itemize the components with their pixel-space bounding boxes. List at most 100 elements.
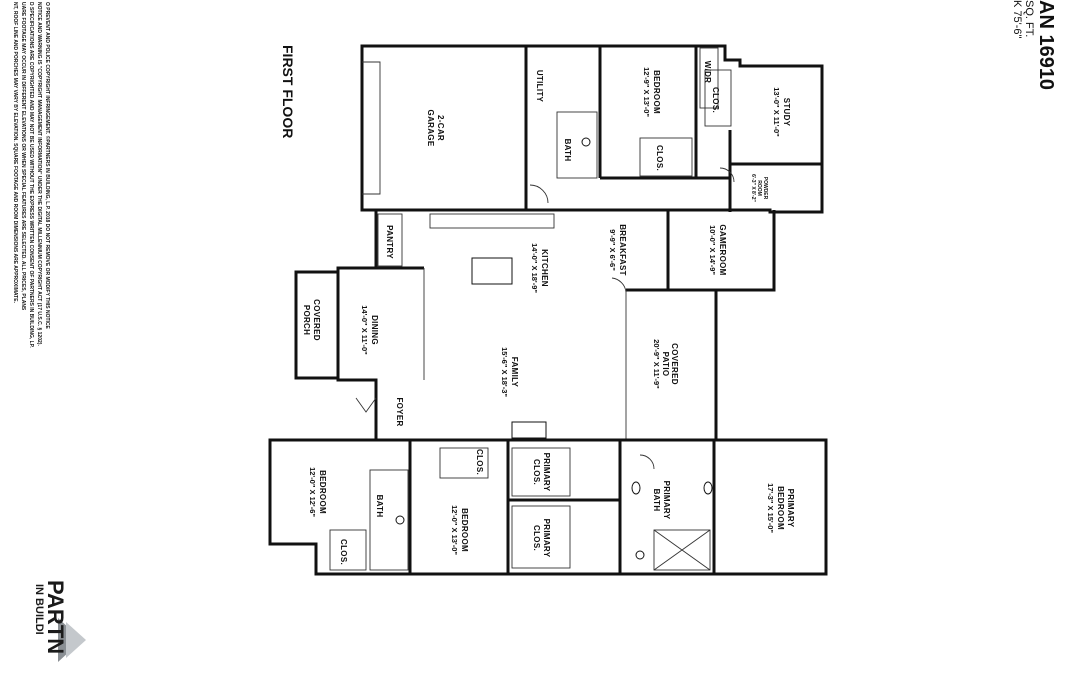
primary-clos-1-label-1: PRIMARY xyxy=(542,453,551,492)
garage-door-icon xyxy=(362,61,381,195)
room-primary-bedroom: PRIMARY BEDROOM 17'-3" X 15'-0" xyxy=(766,483,795,533)
bath-upper-label: BATH xyxy=(563,139,572,162)
floor-label-group: FIRST FLOOR xyxy=(280,45,296,138)
disclaimer-line-1: NT, ROOF LINE AND PORCHES MAY VARY BY EL… xyxy=(12,2,18,304)
disclaimer-line-5: O PREVENT AND POLICE COPYRIGHT INFRINGEM… xyxy=(44,2,51,330)
study-dim: 13'-0" X 11'-0" xyxy=(772,87,781,137)
primary-bedroom-label-2: BEDROOM xyxy=(776,486,785,530)
garage-label-2: GARAGE xyxy=(426,110,435,147)
door-swing-powder-icon xyxy=(719,167,735,183)
disclaimer-line-3: D SPECIFICATIONS ARE COPYRIGHTED AND MAY… xyxy=(28,2,34,348)
dining-label: DINING xyxy=(370,315,379,345)
garage-label-1: 2-CAR xyxy=(436,115,445,141)
front-door-icon xyxy=(355,397,377,413)
kitchen-counter xyxy=(429,213,555,229)
plan-sqft: SQ. FT. xyxy=(1023,0,1035,37)
kitchen-dim: 14'-0" X 18'-9" xyxy=(530,243,539,293)
door-swing-garage-icon xyxy=(529,184,549,204)
room-covered-porch: COVERED PORCH xyxy=(302,299,321,341)
wdr-box xyxy=(699,47,719,109)
room-gameroom: GAMEROOM 10'-0" X 14'-9" xyxy=(708,224,727,275)
logo-text-sub: IN BUILDI xyxy=(33,584,45,635)
top-wing-wall xyxy=(360,44,824,214)
covered-patio-dim: 20'-9" X 11'-9" xyxy=(652,339,661,389)
room-bath-left: BATH xyxy=(375,495,384,518)
room-kitchen: KITCHEN 14'-0" X 18'-9" xyxy=(530,243,549,293)
family-label: FAMILY xyxy=(510,357,519,388)
fireplace-icon xyxy=(511,421,547,439)
clos-left-box xyxy=(329,529,367,571)
toilet-upper-icon xyxy=(581,137,591,147)
room-bedroom-top: BEDROOM 12'-9" X 13'-0" xyxy=(642,67,661,117)
clos-left-label: CLOS. xyxy=(339,539,348,565)
primary-clos-1-label-2: CLOS. xyxy=(532,459,541,485)
company-logo: PARTN IN BUILDI xyxy=(33,580,86,662)
room-primary-clos-1: PRIMARY CLOS. xyxy=(532,453,551,492)
floor-label: FIRST FLOOR xyxy=(280,45,296,138)
room-bedroom-left: BEDROOM 12'-0" X 12'-6" xyxy=(308,467,327,517)
room-family: FAMILY 15'-6" X 18'-3" xyxy=(500,347,519,397)
covered-porch-label-1: COVERED xyxy=(312,299,321,341)
pantry-label: PANTRY xyxy=(385,225,394,259)
middle-section-wall xyxy=(336,210,776,442)
logo-text-main: PARTN xyxy=(43,580,68,654)
gameroom-dim: 10'-0" X 14'-9" xyxy=(708,225,717,275)
room-clos-mid: CLOS. xyxy=(475,449,484,475)
plan-dimensions: K 75'-6" xyxy=(1011,0,1023,39)
bedroom-left-dim: 12'-0" X 12'-6" xyxy=(308,467,317,517)
clos-mid-box xyxy=(439,447,489,479)
room-breakfast: BREAKFAST 9'-9" X 6'-6" xyxy=(608,224,627,276)
dining-dim: 14'-0" X 11'-0" xyxy=(360,305,369,355)
bath-left-box xyxy=(369,469,409,571)
foyer-label: FOYER xyxy=(395,397,404,426)
primary-bath-label-2: BATH xyxy=(652,489,661,512)
wdr-label: W/DR xyxy=(703,61,712,84)
sink-primary-icon xyxy=(703,481,713,495)
utility-label: UTILITY xyxy=(535,70,544,103)
room-pantry: PANTRY xyxy=(385,225,394,259)
primary-bedroom-dim: 17'-3" X 15'-0" xyxy=(766,483,775,533)
shower-x-2 xyxy=(653,529,711,571)
upper-bath-box xyxy=(556,111,598,179)
door-swing-patio-icon xyxy=(611,277,627,293)
bedroom-left-label: BEDROOM xyxy=(318,470,327,514)
clos-study-box xyxy=(704,69,732,127)
plan-title: AN 16910 xyxy=(1035,0,1057,90)
clos-study-label: CLOS. xyxy=(711,87,720,113)
exterior-walls xyxy=(268,44,828,576)
room-dining: DINING 14'-0" X 11'-0" xyxy=(360,305,379,355)
clos-top-box xyxy=(639,137,693,177)
primary-clos-2-label-1: PRIMARY xyxy=(542,519,551,558)
gameroom-label: GAMEROOM xyxy=(718,224,727,275)
room-utility: UTILITY xyxy=(535,70,544,103)
disclaimer-block: NT, ROOF LINE AND PORCHES MAY VARY BY EL… xyxy=(12,2,51,348)
room-covered-patio: COVERED PATIO 20'-9" X 11'-9" xyxy=(652,339,679,389)
door-swing-primary-icon xyxy=(639,454,655,470)
logo-mark-stripe-icon xyxy=(66,622,86,658)
room-clos-top: CLOS. xyxy=(655,145,664,171)
room-bath-upper: BATH xyxy=(563,139,572,162)
covered-porch-wall xyxy=(294,270,338,380)
bedroom-top-dim: 12'-9" X 13'-0" xyxy=(642,67,651,117)
bedroom-mid-dim: 12'-0" X 13'-0" xyxy=(450,505,459,555)
room-primary-clos-2: PRIMARY CLOS. xyxy=(532,519,551,558)
room-foyer: FOYER xyxy=(395,397,404,426)
study-label: STUDY xyxy=(782,98,791,127)
room-clos-left: CLOS. xyxy=(339,539,348,565)
room-bedroom-mid: BEDROOM 12'-0" X 13'-0" xyxy=(450,505,469,555)
covered-patio-label-1: COVERED xyxy=(670,343,679,385)
breakfast-dim: 9'-9" X 6'-6" xyxy=(608,229,617,271)
breakfast-label: BREAKFAST xyxy=(618,224,627,276)
toilet-left-icon xyxy=(395,515,405,525)
primary-clos-2-label-2: CLOS. xyxy=(532,525,541,551)
bedroom-top-label: BEDROOM xyxy=(652,70,661,114)
bottom-wing-wall xyxy=(268,438,828,576)
powder-label-2: ROOM xyxy=(756,180,762,196)
bath-left-label: BATH xyxy=(375,495,384,518)
disclaimer-line-4: NOTICE AND WARNING IS "COPYRIGHT MANAGEM… xyxy=(36,2,42,346)
pantry-box xyxy=(377,213,403,267)
room-powder: POWDER ROOM 6'-3" X 8'-2" xyxy=(750,174,768,202)
toilet-primary-icon xyxy=(635,550,645,560)
sink-primary-2-icon xyxy=(631,481,641,495)
